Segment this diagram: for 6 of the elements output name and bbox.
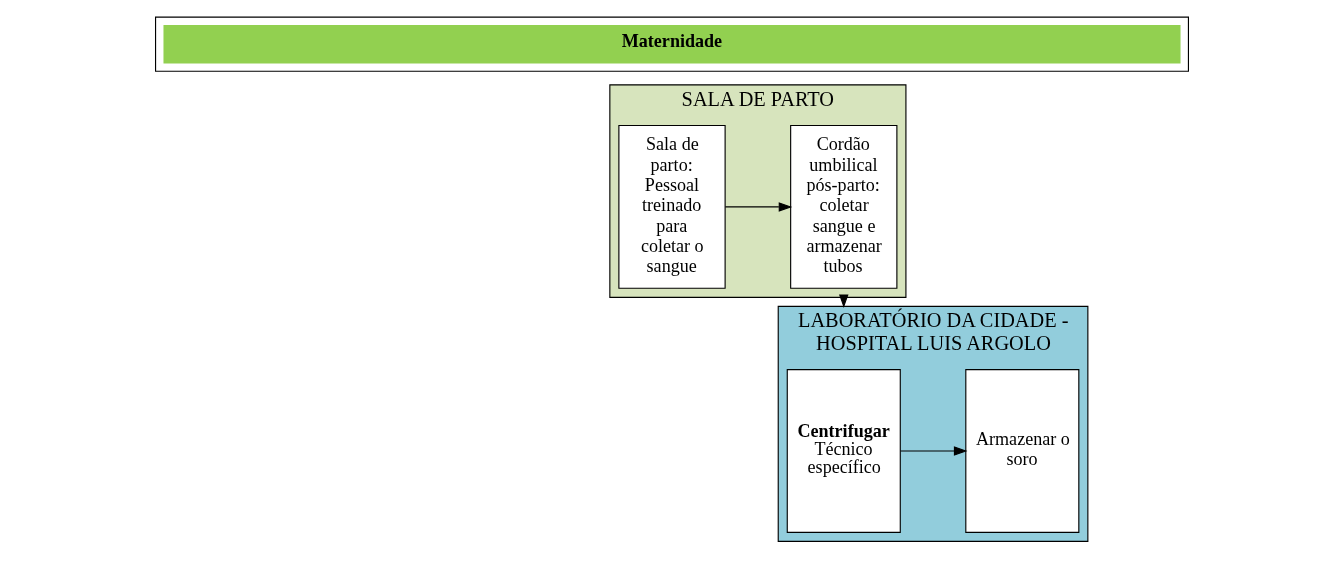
arrow — [900, 446, 968, 456]
node-box: Sala de parto: Pessoal treinado para coletar o sangue — [618, 125, 726, 289]
node-box: Centrifugar Técnico específico — [786, 369, 901, 533]
arrow — [724, 202, 793, 212]
node-box: Cordão umbilical pós-parto: coletar sangue e armazenar tubos — [790, 125, 898, 289]
node-box: Armazenar o soro — [965, 369, 1080, 533]
